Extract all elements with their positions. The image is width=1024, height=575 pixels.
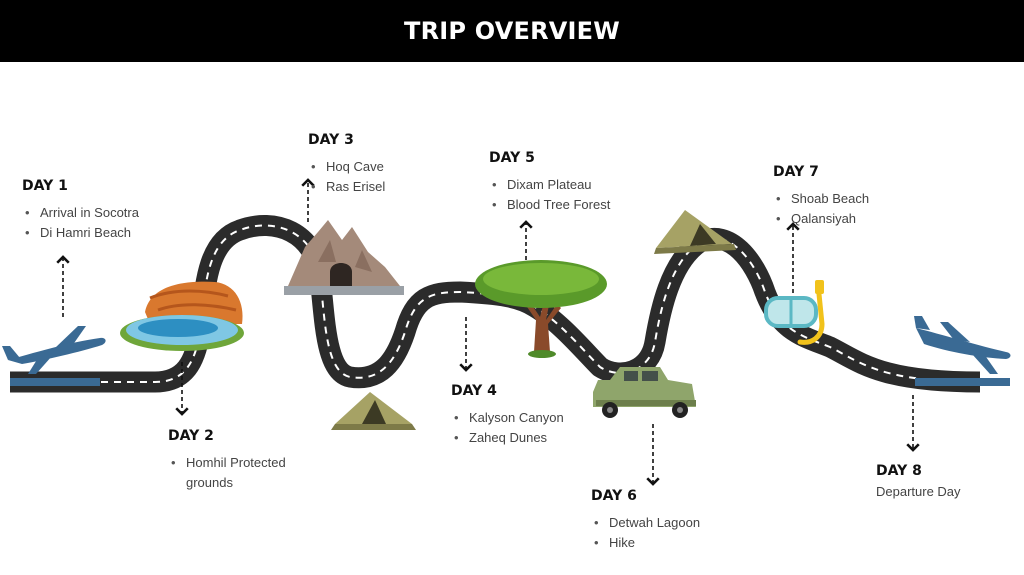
tent-icon [654,210,736,254]
day-5-item: Dixam Plateau [489,175,610,195]
day-1-item: Di Hamri Beach [22,223,139,243]
day-5-item: Blood Tree Forest [489,195,610,215]
day-3-title: DAY 3 [308,132,354,148]
day-4-title: DAY 4 [451,383,497,399]
page-title: TRIP OVERVIEW [404,17,620,45]
day-4-item: Zaheq Dunes [451,428,564,448]
day-4-item: Kalyson Canyon [451,408,564,428]
dragon-blood-tree-icon [475,260,607,358]
day-6-item: Detwah Lagoon [591,513,700,533]
day-6-title: DAY 6 [591,488,637,504]
day-5-title: DAY 5 [489,150,535,166]
day-6-label: DAY 6 Detwah Lagoon Hike [591,488,700,553]
snorkel-mask-icon [764,280,825,345]
day-4-label: DAY 4 Kalyson Canyon Zaheq Dunes [451,383,564,448]
day-2-item: Homhil Protected grounds [168,453,328,493]
day-7-label: DAY 7 Shoab Beach Qalansiyah [773,164,869,229]
day-6-item: Hike [591,533,700,553]
day-5-label: DAY 5 Dixam Plateau Blood Tree Forest [489,150,610,215]
day-3-item: Ras Erisel [308,177,385,197]
day-8-text: Departure Day [876,484,961,499]
day-3-label: DAY 3 Hoq Cave Ras Erisel [308,132,385,197]
day-7-item: Shoab Beach [773,189,869,209]
header-bar: TRIP OVERVIEW [0,0,1024,62]
day-2-label: DAY 2 Homhil Protected grounds [168,428,328,493]
day-1-label: DAY 1 Arrival in Socotra Di Hamri Beach [22,178,139,243]
lagoon-rock-icon [120,281,244,351]
day-1-item: Arrival in Socotra [22,203,139,223]
day-8-label: DAY 8 Departure Day [876,463,961,502]
day-2-title: DAY 2 [168,428,214,444]
airplane-arrival-icon [2,326,106,374]
day-3-item: Hoq Cave [308,157,385,177]
tent-icon [331,392,416,430]
day-7-item: Qalansiyah [773,209,869,229]
airplane-departure-icon [914,316,1011,374]
day-8-title: DAY 8 [876,463,922,479]
jeep-icon [593,367,696,418]
trip-map [2,178,1011,486]
day-1-title: DAY 1 [22,178,68,194]
day-7-title: DAY 7 [773,164,819,180]
cave-icon [284,220,404,295]
